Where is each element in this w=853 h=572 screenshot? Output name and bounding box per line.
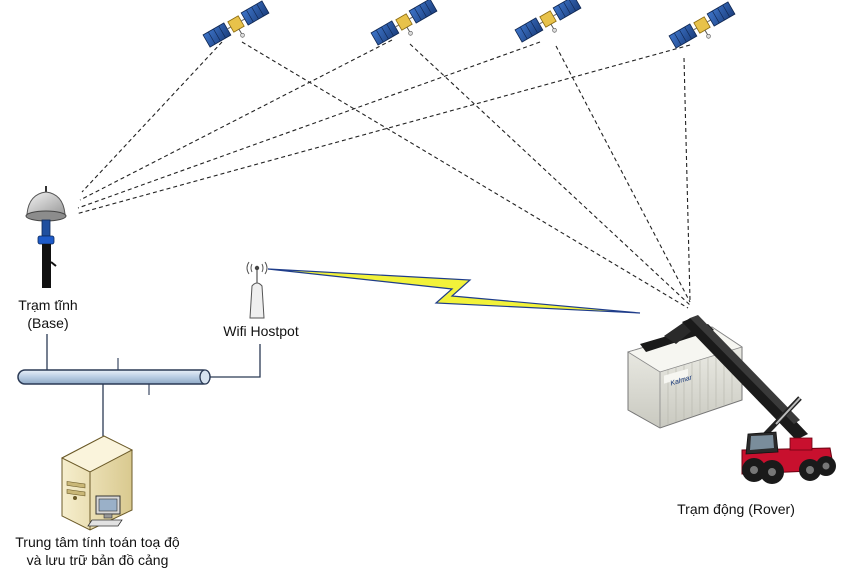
base-station-label: Trạm tĩnh (Base) xyxy=(0,296,96,332)
base-station-label-line1: Trạm tĩnh xyxy=(18,297,78,313)
wireless-link-icon xyxy=(267,268,641,314)
rover-label: Trạm động (Rover) xyxy=(677,501,795,517)
satellite-icon xyxy=(202,0,274,55)
base-antenna-icon xyxy=(25,186,67,288)
server-label-line2: và lưu trữ bản đồ cảng xyxy=(26,552,169,568)
satellite-icon xyxy=(370,0,442,53)
server-label-line1: Trung tâm tính toán toạ độ xyxy=(15,534,180,550)
server-label: Trung tâm tính toán toạ độ và lưu trữ bả… xyxy=(0,533,195,569)
wifi-hotspot-label: Wifi Hostpot xyxy=(223,323,299,339)
wifi-link-line xyxy=(210,344,261,378)
wifi-antenna-icon xyxy=(246,261,268,319)
base-station-label-line2: (Base) xyxy=(27,315,69,331)
satellite-icon xyxy=(668,1,740,56)
server-icon xyxy=(60,435,134,531)
computer-icon xyxy=(87,495,123,527)
reach-stacker-icon: Kalmar xyxy=(627,315,836,484)
satellite-icon xyxy=(514,0,586,50)
signal-lines xyxy=(75,39,691,309)
